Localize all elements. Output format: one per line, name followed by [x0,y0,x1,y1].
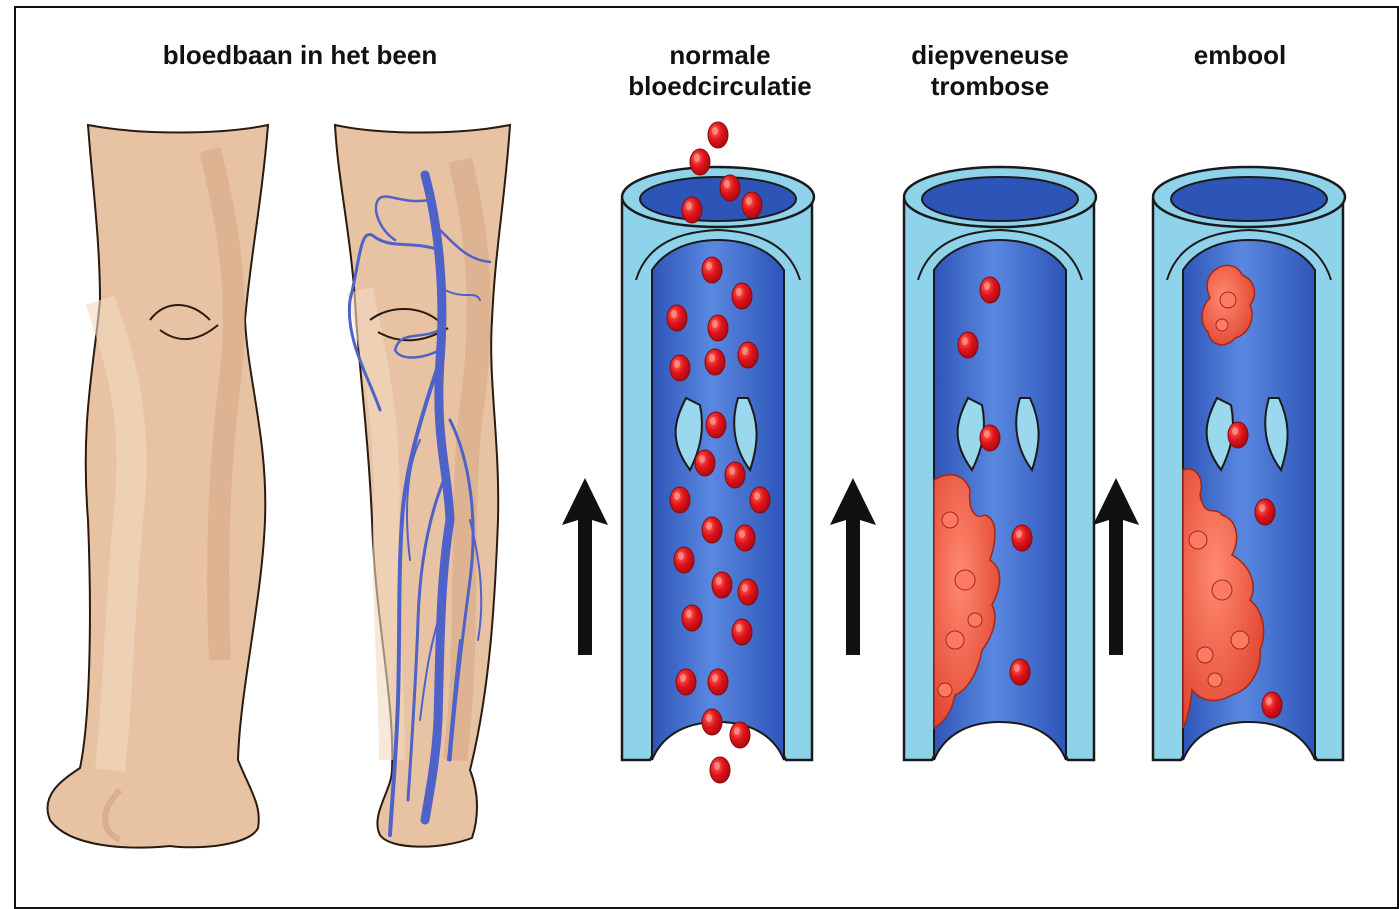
title-embolus: embool [1150,40,1330,71]
flow-arrow-2 [830,478,876,655]
title-normal-circulation: normale bloedcirculatie [600,40,840,102]
vessel-normal [622,122,814,783]
flow-arrow-3 [1093,478,1139,655]
title-leg-text: bloedbaan in het been [120,40,480,71]
vessel-embolus [1153,167,1345,760]
flow-arrow-1 [562,478,608,655]
title-leg-bloodstream: bloedbaan in het been [120,40,480,71]
title-dvt: diepveneuse trombose [880,40,1100,102]
title-dvt-line2: trombose [880,71,1100,102]
right-leg-illustration [335,125,510,847]
vessel-dvt [904,167,1096,760]
title-embolus-text: embool [1150,40,1330,71]
left-leg-illustration [47,125,268,848]
title-dvt-line1: diepveneuse [880,40,1100,71]
title-normal-line2: bloedcirculatie [600,71,840,102]
title-normal-line1: normale [600,40,840,71]
